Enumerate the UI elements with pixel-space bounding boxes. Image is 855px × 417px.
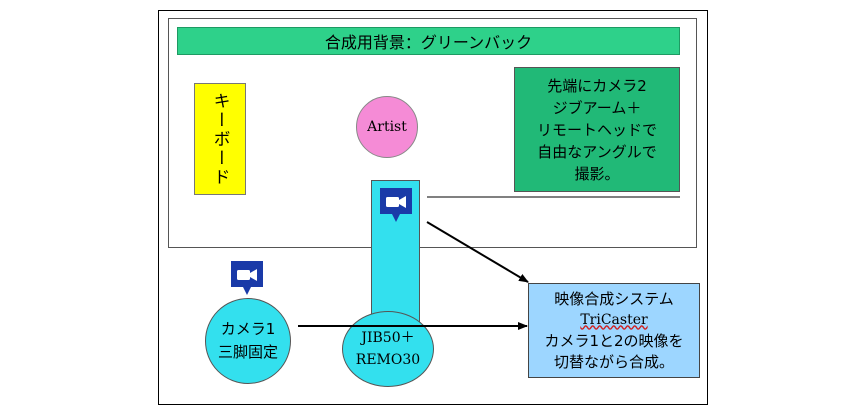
camera1-circle: カメラ1 三脚固定 [205, 298, 291, 384]
keyboard-box: キーボード [194, 83, 246, 195]
note-line: 先端にカメラ2 [547, 76, 647, 95]
note-line: 撮影。 [574, 164, 620, 183]
note-line: 自由なアングルで [537, 142, 657, 161]
video-camera-icon [231, 261, 263, 295]
note-line: リモートヘッドで [536, 120, 657, 139]
artist-circle: Artist [356, 96, 418, 158]
camera2-note-box: 先端にカメラ2 ジブアーム＋ リモートヘッドで 自由なアングルで 撮影。 [514, 67, 680, 192]
jib-remo-circle: JIB50＋ REMO30 [342, 311, 434, 387]
video-system-box: 映像合成システム TriCaster カメラ1と2の映像を 切替ながら合成。 [528, 283, 700, 378]
camera1-label: カメラ1 [220, 320, 276, 338]
jib-label: JIB50＋ [361, 330, 415, 346]
camera1-mount-label: 三脚固定 [217, 343, 278, 361]
remo-label: REMO30 [355, 352, 421, 368]
banner-label: 合成用背景：グリーンバック [324, 33, 533, 52]
artist-label: Artist [367, 119, 407, 135]
system-product: TriCaster [580, 311, 648, 328]
video-camera-icon [380, 188, 412, 222]
green-screen-banner: 合成用背景：グリーンバック [177, 27, 680, 55]
note-line: ジブアーム＋ [552, 98, 642, 117]
keyboard-label: キーボード [209, 91, 230, 187]
system-line: カメラ1と2の映像を [544, 331, 684, 350]
system-title: 映像合成システム [554, 289, 674, 308]
system-line: 切替ながら合成。 [553, 352, 674, 371]
